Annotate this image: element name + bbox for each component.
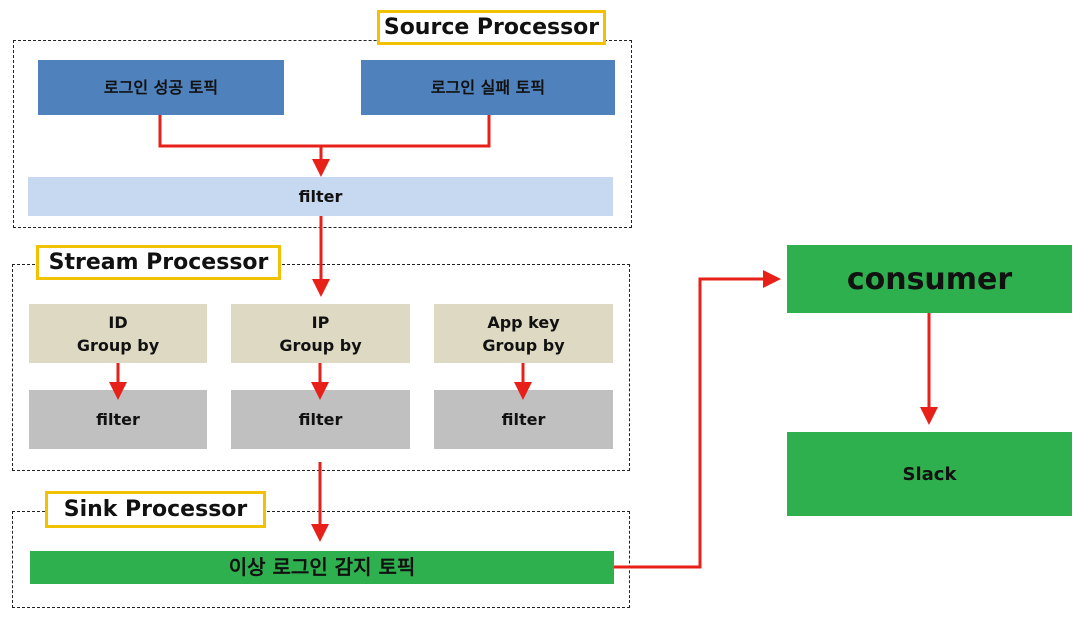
id-group-by-line2: Group by	[76, 335, 160, 355]
id-group-by-line1: ID	[108, 312, 128, 332]
id-group-by: ID Group by	[29, 304, 207, 363]
abnormal-login-topic: 이상 로그인 감지 토픽	[30, 551, 614, 584]
app-key-group-by-line1: App key	[487, 312, 560, 332]
ip-group-by: IP Group by	[231, 304, 410, 363]
consumer-node: consumer	[787, 245, 1072, 313]
login-success-topic: 로그인 성공 토픽	[38, 60, 284, 115]
stream-processor-label: Stream Processor	[36, 245, 281, 280]
slack-node: Slack	[787, 432, 1072, 516]
arrow-topics-to-source-filter	[158, 115, 491, 148]
app-key-group-by-line2: Group by	[482, 335, 565, 355]
source-processor-label: Source Processor	[377, 10, 606, 45]
ip-group-by-line2: Group by	[279, 335, 362, 355]
ip-group-by-line1: IP	[311, 312, 330, 332]
arrow-sink-to-consumer	[614, 270, 781, 569]
app-key-group-by: App key Group by	[434, 304, 613, 363]
source-filter: filter	[28, 177, 613, 216]
sink-processor-label: Sink Processor	[45, 491, 266, 528]
login-failure-topic: 로그인 실패 토픽	[361, 60, 615, 115]
